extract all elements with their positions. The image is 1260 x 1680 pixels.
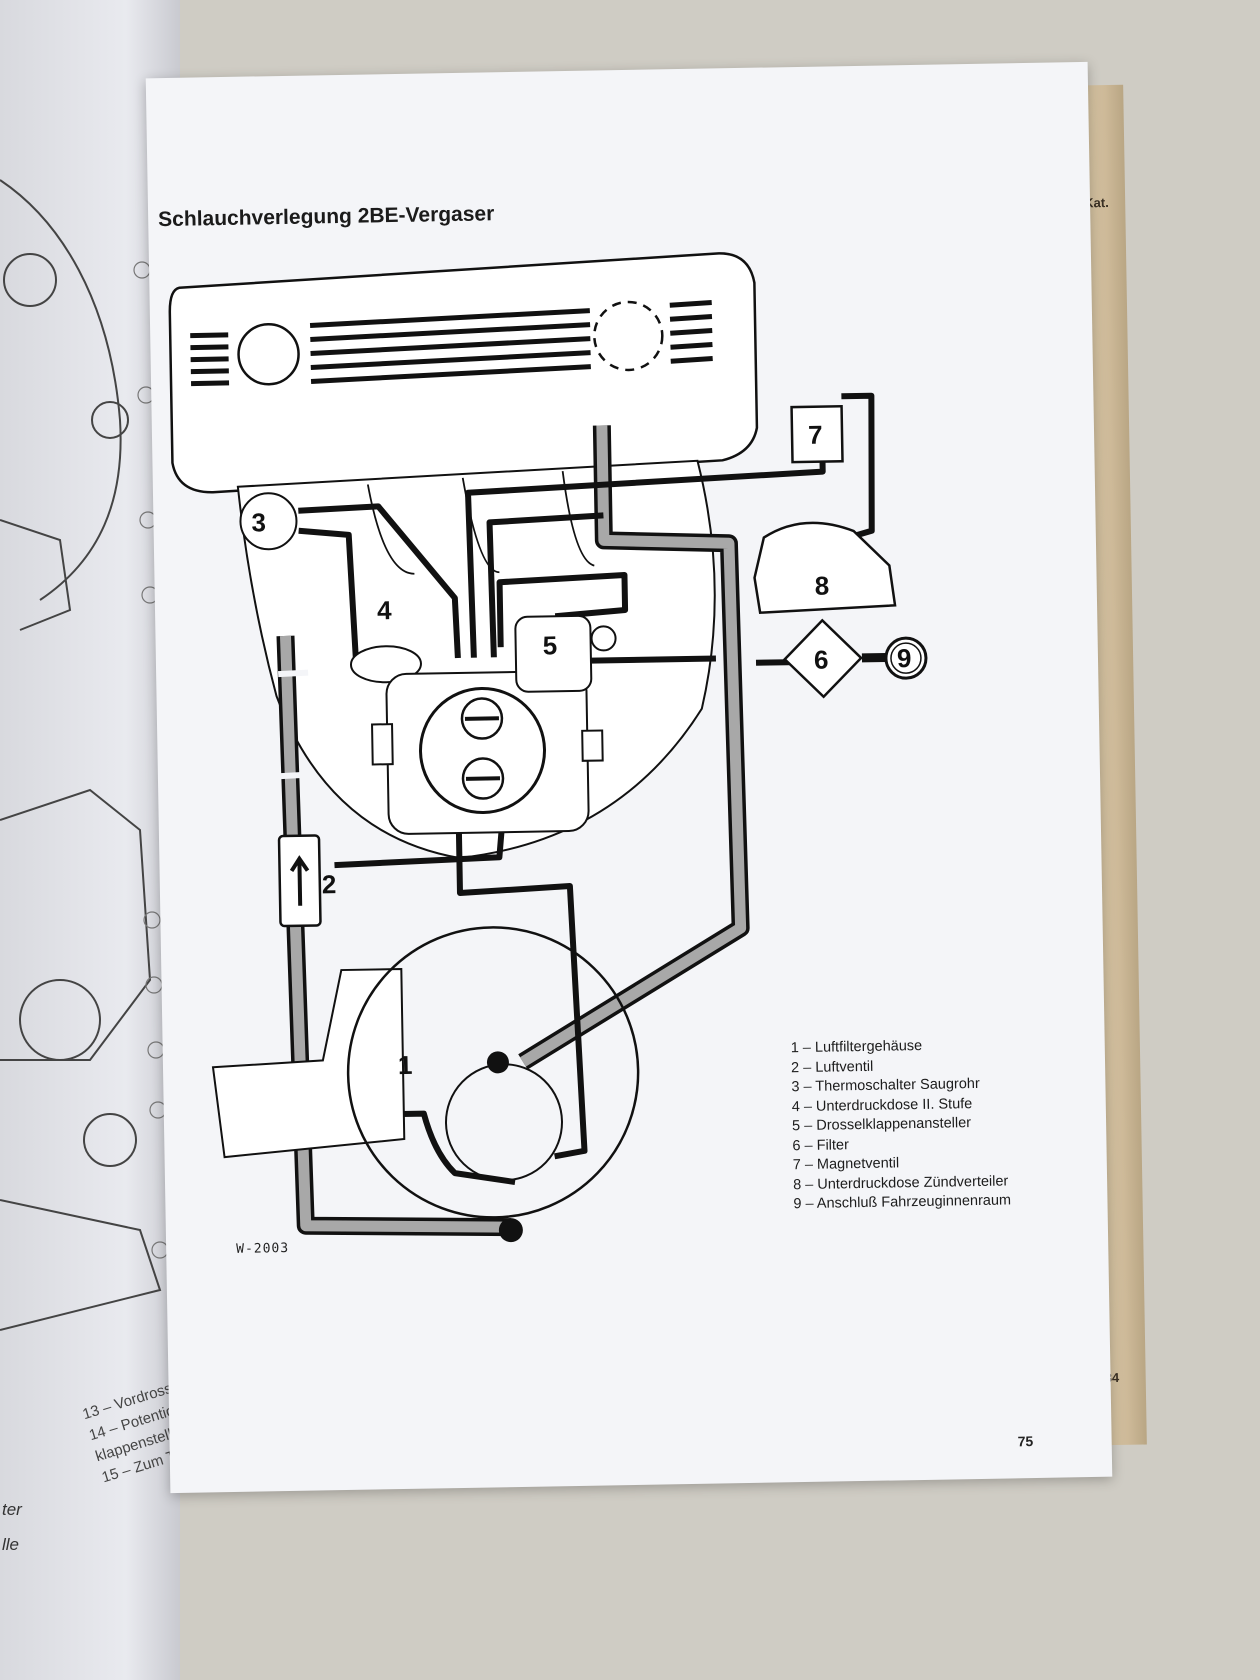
page-number: 75 <box>1017 1433 1034 1450</box>
label-5: 5 <box>542 630 557 660</box>
label-9: 9 <box>897 643 912 673</box>
label-6: 6 <box>814 645 829 675</box>
throttle-positioner <box>514 614 617 693</box>
left-text-fragment: lle <box>2 1535 20 1554</box>
left-text-fragment: ter <box>2 1500 22 1519</box>
air-filter-housing-circle <box>346 926 640 1219</box>
interior-connection <box>884 636 928 680</box>
label-3: 3 <box>251 507 266 537</box>
carburettor <box>371 670 604 835</box>
cover-vent-slots <box>190 299 713 387</box>
legend-item: 3 – Thermoschalter Saugrohr <box>791 1075 980 1096</box>
cover-circle-dashed <box>593 300 664 372</box>
filter <box>783 618 863 699</box>
air-filter-housing <box>211 967 406 1159</box>
label-8: 8 <box>814 570 829 600</box>
legend: 1 – Luftfiltergehäuse 2 – Luftventil 3 –… <box>791 1035 1012 1214</box>
legend-item: 9 – Anschluß Fahrzeuginnenraum <box>793 1192 1012 1213</box>
cover-circle <box>237 322 300 386</box>
label-2: 2 <box>322 869 337 899</box>
manual-page: Schlauchverlegung 2BE-Vergaser <box>145 61 1113 1494</box>
vacuum-unit-distributor <box>753 521 897 614</box>
solenoid-valve <box>790 404 844 464</box>
thermoswitch <box>239 492 298 551</box>
label-4: 4 <box>377 595 393 625</box>
label-1: 1 <box>398 1050 413 1080</box>
hose-routing-diagram: 1 2 3 4 5 6 <box>168 252 928 1243</box>
left-page-drawing <box>0 179 169 1331</box>
drawing-id: W-2003 <box>236 1241 290 1257</box>
label-7: 7 <box>808 420 823 450</box>
black-hose <box>293 392 875 1186</box>
